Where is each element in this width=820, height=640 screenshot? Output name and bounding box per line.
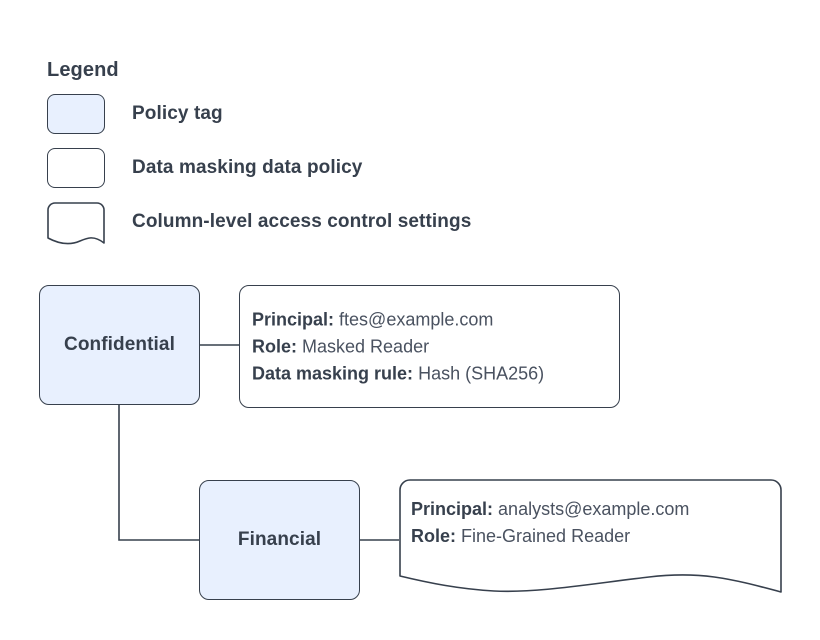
legend-item-data-masking-data-policy: Data masking data policy — [47, 148, 647, 188]
rounded-rect-filled-icon — [47, 94, 105, 134]
callout-value: analysts@example.com — [498, 499, 690, 519]
callout-value: ftes@example.com — [339, 309, 494, 329]
edge-confidential-to-financial — [118, 405, 199, 541]
callout-key: Role: — [252, 336, 297, 356]
document-wavy-bottom-icon — [47, 202, 105, 245]
callout-line: Principal: ftes@example.com — [252, 306, 544, 333]
callout-key: Principal: — [252, 309, 335, 329]
legend-item-label: Data masking data policy — [132, 157, 363, 178]
callout-financial-policy[interactable]: Principal: analysts@example.com Role: Fi… — [399, 479, 782, 594]
node-financial[interactable]: Financial — [199, 480, 360, 600]
legend: Legend Policy tag Data masking data poli… — [47, 58, 647, 245]
callout-value: Fine-Grained Reader — [461, 526, 631, 546]
rounded-rect-outline-icon — [47, 148, 105, 188]
legend-item-column-level-access-control-settings: Column-level access control settings — [47, 202, 647, 245]
legend-item-policy-tag: Policy tag — [47, 94, 647, 134]
callout-key: Principal: — [411, 499, 494, 519]
node-label: Confidential — [64, 334, 175, 355]
callout-key: Role: — [411, 526, 456, 546]
document-wavy-bottom-icon — [399, 479, 782, 593]
callout-line: Data masking rule: Hash (SHA256) — [252, 360, 544, 387]
callout-line: Principal: analysts@example.com — [411, 496, 689, 523]
callout-line: Role: Masked Reader — [252, 333, 544, 360]
legend-title: Legend — [47, 59, 119, 81]
node-confidential[interactable]: Confidential — [39, 285, 200, 405]
callout-value: Masked Reader — [302, 336, 430, 356]
node-label: Financial — [237, 529, 322, 550]
callout-body: Principal: ftes@example.com Role: Masked… — [252, 306, 544, 387]
callout-body: Principal: analysts@example.com Role: Fi… — [411, 496, 689, 550]
callout-key: Data masking rule: — [252, 363, 414, 383]
callout-value: Hash (SHA256) — [418, 363, 545, 383]
callout-confidential-policy[interactable]: Principal: ftes@example.com Role: Masked… — [239, 285, 620, 408]
callout-line: Role: Fine-Grained Reader — [411, 523, 689, 550]
legend-item-label: Policy tag — [132, 103, 223, 124]
legend-item-label: Column-level access control settings — [132, 211, 472, 232]
